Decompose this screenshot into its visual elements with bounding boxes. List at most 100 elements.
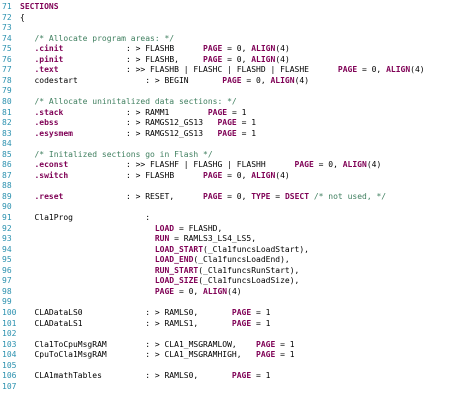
code-token: CLADataLS0 : > RAMLS0,: [20, 307, 232, 317]
code-text: .switch : > FLASHB PAGE = 0, ALIGN(4): [20, 170, 289, 181]
code-text: /* Allocate uninitalized data sections: …: [20, 96, 237, 107]
code-token: (_Cla1funcsLoadEnd),: [193, 255, 290, 265]
line-number: 89: [2, 191, 12, 201]
code-text: .pinit : > FLASHB, PAGE = 0, ALIGN(4): [20, 54, 290, 65]
code-text: LOAD_START(_Cla1funcsLoadStart),: [20, 245, 309, 255]
code-token: =: [270, 191, 285, 201]
code-token: = 1: [275, 350, 295, 360]
code-keyword: PAGE: [231, 318, 252, 328]
code-text: .stack : > RAMM1 PAGE = 1: [20, 108, 246, 118]
code-token: = RAMLS3_LS4_LS5,: [169, 234, 257, 244]
line-number: 84: [2, 139, 12, 149]
code-text: CpuToCla1MsgRAM : > CLA1_MSGRAMHIGH, PAG…: [20, 350, 295, 360]
code-keyword: PAGE: [207, 107, 228, 117]
code-token: = 1: [251, 318, 271, 328]
code-text: codestart : > BEGIN PAGE = 0, ALIGN(4): [20, 76, 309, 86]
line-number: 83: [2, 128, 12, 138]
code-keyword: PAGE: [217, 128, 237, 138]
code-keyword: RUN: [154, 234, 170, 244]
code-keyword: PAGE: [203, 44, 223, 54]
line-number: 105: [2, 360, 17, 370]
line-number: 76: [2, 54, 12, 64]
line-number: 103: [2, 339, 17, 349]
line-number: 87: [2, 170, 12, 180]
code-keyword: LOAD_END: [154, 255, 194, 265]
code-comment: /* not used, */: [309, 191, 387, 201]
code-token: (4): [366, 160, 382, 170]
code-keyword: PAGE: [231, 307, 252, 317]
line-number: 78: [2, 75, 12, 85]
code-text: .esysmem : > RAMGS12_GS13 PAGE = 1: [20, 129, 256, 139]
code-keyword: PAGE: [256, 350, 276, 360]
code-token: = 1: [251, 371, 271, 381]
code-token: (4): [227, 286, 242, 296]
code-token: = 0,: [241, 75, 271, 85]
code-comment: /* Allocate uninitalized data sections: …: [20, 96, 237, 106]
code-text: RUN = RAMLS3_LS4_LS5,: [20, 234, 256, 244]
code-keyword: ALIGN: [251, 54, 276, 64]
line-number: 88: [2, 181, 12, 191]
code-text: LOAD_END(_Cla1funcsLoadEnd),: [20, 255, 290, 265]
code-keyword: TYPE: [251, 191, 271, 201]
code-token: {: [20, 12, 25, 22]
code-token: (4): [294, 75, 310, 85]
code-comment: /* Allocate program areas: */: [20, 33, 175, 43]
line-number: 91: [2, 213, 12, 222]
line-number: 107: [2, 381, 17, 391]
code-text: Cla1ToCpuMsgRAM : > CLA1_MSGRAMLOW, PAGE…: [20, 340, 294, 350]
code-text: .ebss : > RAMGS12_GS13 PAGE = 1: [20, 118, 256, 128]
code-token: [20, 224, 155, 233]
code-keyword: PAGE: [337, 65, 358, 75]
code-token: codestart : > BEGIN: [20, 75, 223, 85]
line-number: 86: [2, 160, 12, 170]
line-number: 95: [2, 255, 12, 265]
line-number: 102: [2, 329, 17, 339]
code-keyword: PAGE: [154, 286, 175, 296]
line-number: 92: [2, 223, 12, 233]
line-number: 90: [2, 202, 12, 212]
code-text: CLADataLS0 : > RAMLS0, PAGE = 1: [20, 308, 270, 318]
code-token: (4): [275, 54, 290, 64]
code-comment: /* Initalized sections go in Flash */: [20, 149, 213, 159]
code-text: CLADataLS1 : > RAMLS1, PAGE = 1: [20, 319, 270, 329]
code-token: [20, 234, 155, 243]
code-keyword: LOAD: [154, 223, 175, 233]
code-token: = 0,: [222, 170, 252, 180]
code-keyword: .econst: [20, 160, 69, 170]
code-keyword: LOAD_SIZE: [154, 276, 199, 286]
code-token: = FLASHD,: [174, 223, 223, 233]
code-token: CLA1mathTables : > RAMLS0,: [20, 371, 232, 381]
code-token: (4): [275, 44, 290, 54]
code-keyword: PAGE: [231, 371, 252, 381]
code-text: LOAD = FLASHD,: [20, 224, 222, 234]
code-keyword: ALIGN: [386, 65, 411, 75]
code-keyword: ALIGN: [342, 160, 367, 170]
line-number: 96: [2, 265, 12, 275]
code-text: Cla1Prog :: [20, 213, 150, 223]
code-keyword: PAGE: [294, 160, 314, 170]
line-number: 94: [2, 244, 12, 254]
code-token: = 0,: [357, 65, 387, 75]
code-token: : >> FLASHB | FLASHC | FLASHD | FLASHE: [58, 65, 338, 75]
line-number: 101: [2, 318, 17, 328]
code-token: = 0,: [222, 54, 252, 64]
code-keyword: .switch: [20, 170, 69, 180]
code-token: CLADataLS1 : > RAMLS1,: [20, 318, 232, 328]
code-token: : > FLASHB: [63, 44, 204, 54]
code-token: (_Cla1funcsRunStart),: [198, 265, 300, 275]
code-text: SECTIONS: [20, 2, 59, 12]
line-number: 71: [2, 2, 12, 11]
code-keyword: ALIGN: [251, 170, 276, 180]
code-token: : > RAMGS12_GS13: [58, 118, 218, 128]
code-keyword: PAGE: [222, 75, 242, 85]
code-keyword: .text: [20, 65, 59, 75]
code-text: /* Initalized sections go in Flash */: [20, 149, 213, 160]
code-token: = 0,: [222, 191, 252, 201]
code-token: : >> FLASHF | FLASHG | FLASHH: [68, 160, 295, 170]
code-text: CLA1mathTables : > RAMLS0, PAGE = 1: [20, 371, 270, 381]
code-token: Cla1Prog :: [20, 213, 151, 222]
code-token: (_Cla1funcsLoadStart),: [203, 244, 309, 254]
line-number: 93: [2, 234, 12, 244]
code-text: PAGE = 0, ALIGN(4): [20, 287, 242, 297]
